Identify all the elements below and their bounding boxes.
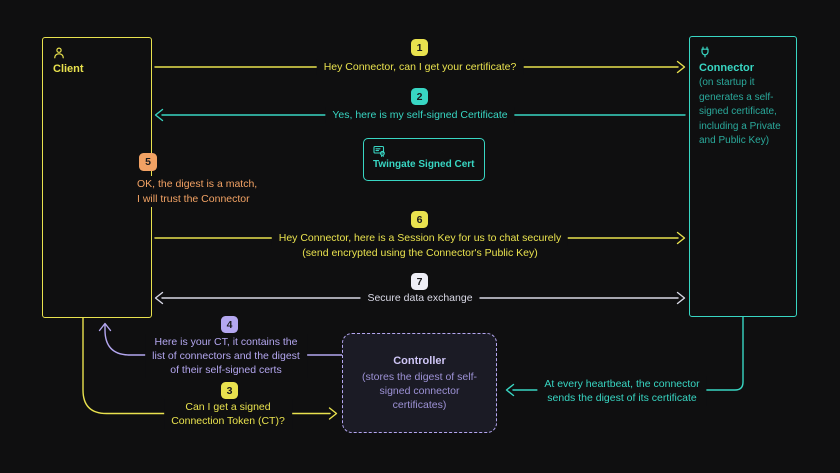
message-3-line-2: Connection Token (CT)? [171, 415, 285, 427]
message-6-label: Hey Connector, here is a Session Key for… [271, 230, 569, 246]
twingate-cert-box: Twingate Signed Cert [363, 138, 485, 181]
certificate-icon [373, 145, 385, 157]
step-5-badge: 5 [139, 153, 157, 171]
heartbeat-line [512, 316, 744, 391]
message-4-line-3: of their self-signed certs [170, 364, 282, 376]
arrow-6-right-arrowhead-icon [676, 231, 686, 245]
arrow-3-right-arrowhead-icon [328, 407, 338, 420]
message-3-label: Can I get a signed Connection Token (CT)… [164, 399, 292, 429]
heartbeat-note: At every heartbeat, the connector sends … [537, 376, 707, 406]
step-7-badge: 7 [411, 273, 428, 290]
connector-description: (on startup it generates a self-signed c… [699, 77, 781, 146]
digest-match-note: OK, the digest is a match, I will trust … [137, 176, 262, 207]
message-4-line-2: list of connectors and the digest [152, 350, 300, 362]
controller-description: (stores the digest of self-signed connec… [362, 370, 477, 411]
message-4-line-1: Here is your CT, it contains the [154, 336, 298, 348]
arrow-2-left-arrowhead-icon [154, 108, 164, 122]
controller-box: Controller (stores the digest of self-si… [342, 333, 497, 433]
controller-label: Controller [393, 354, 446, 367]
arrow-4-line [104, 324, 343, 356]
step-1-badge: 1 [411, 39, 428, 56]
message-1-label: Hey Connector, can I get your certificat… [316, 59, 524, 75]
digest-match-line-1: OK, the digest is a match, [137, 178, 258, 190]
twingate-cert-label: Twingate Signed Cert [373, 159, 475, 170]
connector-label: Connector [699, 62, 754, 74]
digest-match-line-2: I will trust the Connector [137, 192, 250, 205]
step-3-badge: 3 [221, 382, 238, 399]
plug-icon [701, 46, 709, 58]
heartbeat-line-2: sends the digest of its certificate [547, 392, 697, 404]
arrow-7-left-arrowhead-icon [154, 291, 164, 305]
message-7-label: Secure data exchange [360, 290, 480, 306]
message-6-sublabel: (send encrypted using the Connector's Pu… [302, 247, 538, 259]
connector-box: Connector (on startup it generates a sel… [689, 36, 797, 317]
step-2-badge: 2 [411, 88, 428, 105]
step-6-badge: 6 [411, 211, 428, 228]
client-label: Client [53, 63, 84, 75]
arrow-3-line [82, 317, 331, 415]
message-3-line-1: Can I get a signed [185, 401, 271, 413]
message-2-label: Yes, here is my self-signed Certificate [325, 107, 515, 123]
heartbeat-line-1: At every heartbeat, the connector [544, 378, 700, 390]
person-icon [54, 47, 64, 59]
arrow-7-right-arrowhead-icon [676, 291, 686, 305]
heartbeat-left-arrowhead-icon [505, 383, 515, 397]
arrow-1-right-arrowhead-icon [676, 60, 686, 74]
step-4-badge: 4 [221, 316, 238, 333]
message-4-label: Here is your CT, it contains the list of… [145, 334, 307, 378]
arrow-4-up-arrowhead-icon [98, 322, 112, 332]
